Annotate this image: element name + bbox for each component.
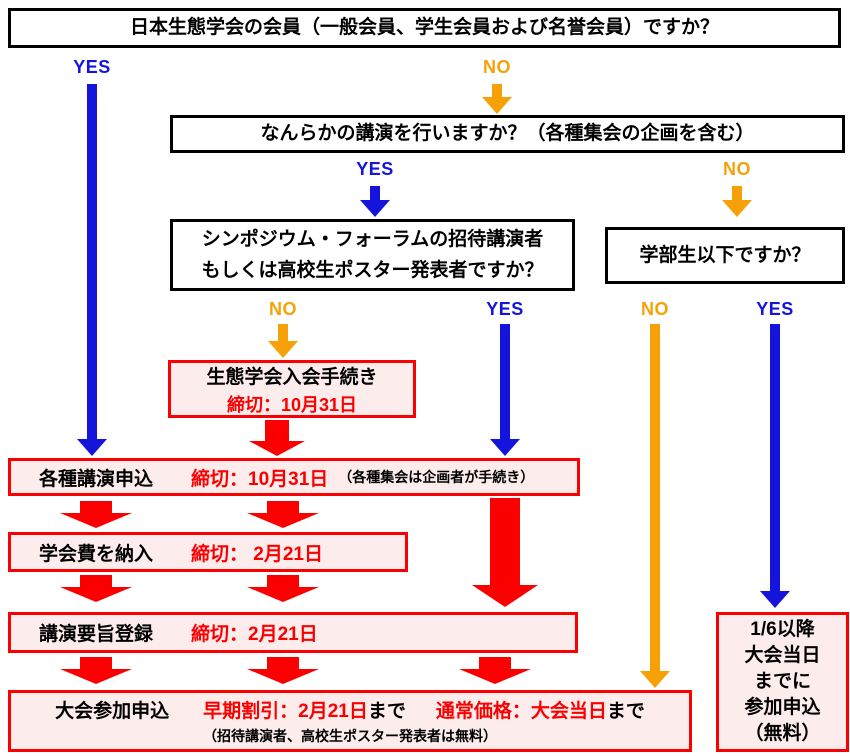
question-invited-box: シンポジウム・フォーラムの招待講演者 もしくは高校生ポスター発表者ですか？ [170,219,575,291]
label-yes-talk: YES [356,159,394,179]
arrow-apply-to-fee-mid [247,501,319,528]
join-society-box: 生態学会入会手続き 締切：10月31日 [168,360,416,418]
register-title: 大会参加申込 [55,701,170,722]
arrow-down-icon [760,591,790,608]
arrow-down-icon [247,513,319,528]
arrow-no-invited [268,324,298,358]
register-line1: 大会参加申込 早期割引：2月21日 まで 通常価格：大会当日 まで [55,696,645,723]
question-member-text: 日本生態学会の会員（一般会員、学生会員および名誉会員）ですか？ [129,17,719,38]
arrow-down-icon [77,439,107,456]
arrow-down-icon [60,669,132,684]
arrow-apply-to-fee-left [60,501,132,528]
arrow-down-icon [247,587,319,602]
arrow-down-icon [60,513,132,528]
label-no-member: NO [483,57,511,77]
arrow-shaft [80,575,112,588]
pay-fee-box: 学会費を納入 締切： 2月21日 [8,532,408,572]
arrow-shaft [267,575,299,588]
question-invited-line1: シンポジウム・フォーラムの招待講演者 [201,229,544,250]
register-regular-suffix: まで [606,701,645,722]
arrow-no-talk [722,186,752,217]
arrow-no-undergrad [640,324,670,688]
arrow-down-icon [268,341,298,358]
arrow-shaft [87,84,97,441]
free-register-line1: 1/6以降 [750,619,815,640]
question-undergrad-box: 学部生以下ですか？ [605,227,845,284]
register-early-suffix: まで [367,701,406,722]
apply-talk-box: 各種講演申込 締切：10月31日 （各種集会は企画者が手続き） [8,458,580,496]
question-member-box: 日本生態学会の会員（一般会員、学生会員および名誉会員）ですか？ [8,8,841,48]
question-undergrad-text: 学部生以下ですか？ [639,244,811,266]
arrow-yes-invited [490,324,520,456]
abstract-deadline: 締切：2月21日 [191,624,318,645]
free-register-line4: 参加申込 [744,697,821,718]
free-register-box: 1/6以降 大会当日 までに 参加申込 （無料） [716,612,849,752]
arrow-down-icon [360,200,390,217]
join-society-deadline: 締切：10月31日 [226,394,358,415]
arrow-down-icon [459,669,531,684]
label-yes-member: YES [73,57,111,77]
abstract-box: 講演要旨登録 締切：2月21日 [8,612,578,653]
arrow-shaft [370,186,380,202]
register-early-deadline: 早期割引：2月21日 [203,701,368,722]
arrow-abstract-to-register-right [459,657,531,684]
free-register-line3: までに [753,671,811,692]
arrow-yes-talk [360,186,390,217]
arrow-fee-to-abstract-left [60,575,132,602]
arrow-down-icon [60,587,132,602]
label-no-talk: NO [723,159,751,179]
arrow-yes-member [77,84,107,456]
arrow-shaft [267,501,299,514]
arrow-down-icon [482,97,512,114]
arrow-down-icon [722,200,752,217]
pay-fee-deadline: 締切： 2月21日 [191,543,323,565]
arrow-down-icon [247,669,319,684]
label-no-invited: NO [269,299,297,319]
register-note: （招待講演者、高校生ポスター発表者は無料） [203,728,497,744]
arrow-shaft [650,324,660,673]
arrow-yes-undergrad [760,324,790,608]
arrow-shaft [80,501,112,514]
arrow-down-icon [490,439,520,456]
arrow-shaft [267,657,299,670]
arrow-shaft [492,84,502,99]
arrow-down-icon [249,441,305,456]
arrow-shaft [80,657,112,670]
arrow-apply-to-abstract-skip-fee [472,498,538,607]
apply-talk-deadline: 締切：10月31日 [191,468,329,490]
arrow-abstract-to-register-mid [247,657,319,684]
arrow-abstract-to-register-left [60,657,132,684]
free-register-line5: （無料） [744,723,821,744]
label-yes-undergrad: YES [756,299,794,319]
question-invited-line2: もしくは高校生ポスター発表者ですか？ [201,260,544,281]
question-talk-text: なんらかの講演を行いますか？（各種集会の企画を含む） [260,123,755,144]
free-register-line2: 大会当日 [744,645,821,666]
apply-talk-title: 各種講演申込 [39,468,154,490]
arrow-shaft [732,186,742,202]
arrow-down-icon [640,671,670,688]
arrow-shaft [265,420,289,442]
register-regular-deadline: 通常価格：大会当日 [435,701,607,722]
arrow-no-member [482,84,512,114]
arrow-join-to-apply [249,420,305,456]
arrow-fee-to-abstract-mid [247,575,319,602]
arrow-down-icon [472,585,538,607]
label-no-undergrad: NO [641,299,669,319]
apply-talk-note: （各種集会は企画者が手続き） [338,469,535,485]
arrow-shaft [479,657,511,670]
arrow-shaft [278,324,288,343]
join-society-title: 生態学会入会手続き [206,366,378,388]
arrow-shaft [490,498,520,586]
arrow-shaft [770,324,780,593]
pay-fee-title: 学会費を納入 [39,543,154,565]
arrow-shaft [500,324,510,441]
label-yes-invited: YES [486,299,524,319]
question-talk-box: なんらかの講演を行いますか？（各種集会の企画を含む） [170,115,845,153]
abstract-title: 講演要旨登録 [39,624,154,645]
register-box: 大会参加申込 早期割引：2月21日 まで 通常価格：大会当日 まで （招待講演者… [8,690,692,752]
